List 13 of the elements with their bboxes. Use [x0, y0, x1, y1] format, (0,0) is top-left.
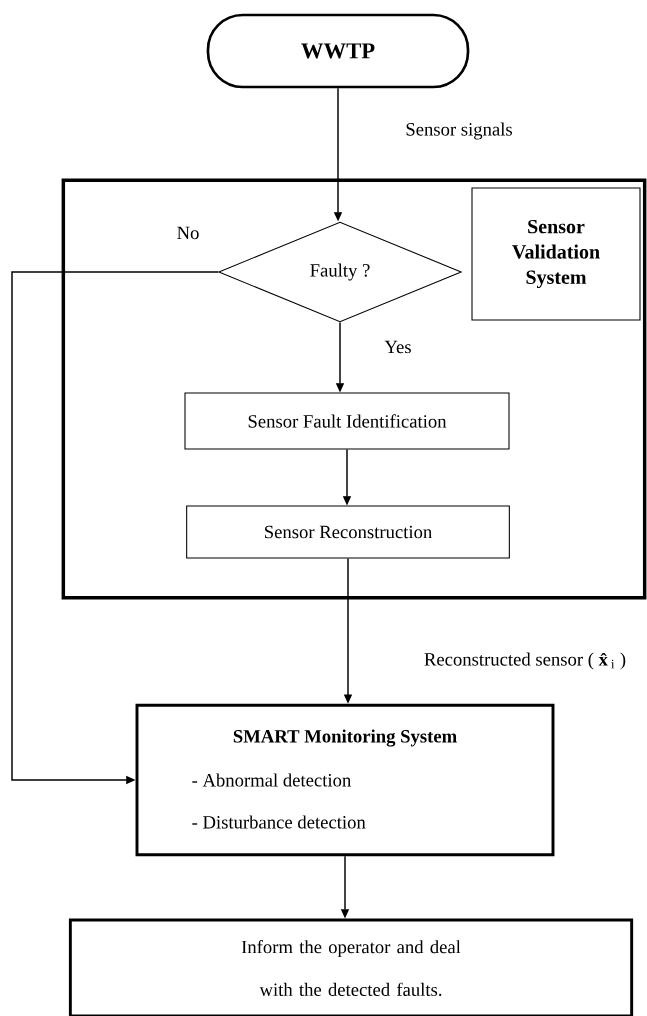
- edge-label: Reconstructed sensor ( x̂$_{i}$ ): [422, 651, 628, 671]
- title-box: Sensor Validation System: [471, 187, 641, 321]
- box-heading: SMART Monitoring System: [233, 729, 457, 747]
- list-item: - Abnormal detection: [192, 773, 351, 787]
- edge-label: No: [175, 225, 201, 241]
- process-box: Inform the operator and deal with the detected faults.: [68, 918, 634, 1016]
- process-box: Sensor Reconstruction: [186, 505, 510, 559]
- group-frame: [61, 178, 647, 600]
- edge-label: Sensor signals: [404, 121, 514, 141]
- process-box: Sensor Fault Identification: [184, 392, 510, 450]
- terminal-box: WWTP: [206, 13, 470, 89]
- edge-label: Yes: [383, 339, 413, 355]
- list-item: - Disturbance detection: [192, 815, 366, 829]
